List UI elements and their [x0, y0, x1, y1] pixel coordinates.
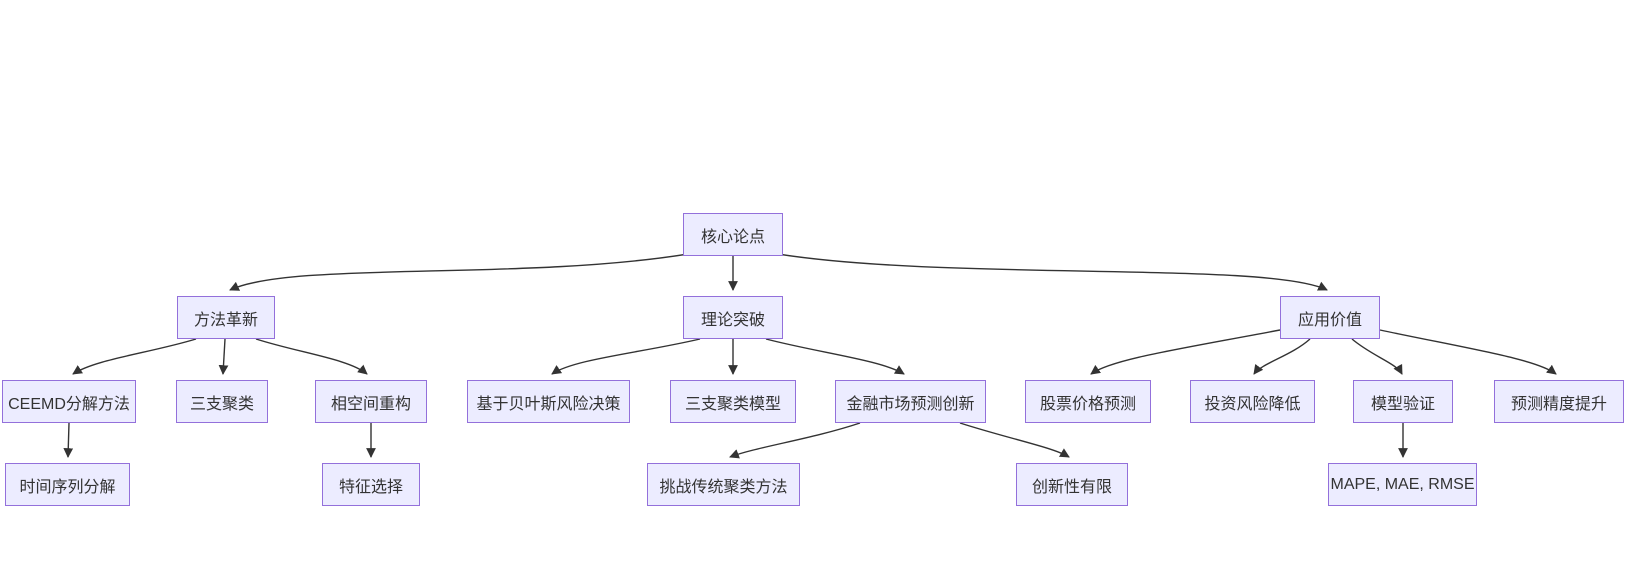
edge-application-to-validation [1351, 338, 1403, 375]
node-feature-selection: 特征选择 [322, 463, 420, 506]
node-three-way-clustering-model: 三支聚类模型 [670, 380, 796, 423]
node-bayesian-risk-decision: 基于贝叶斯风险决策 [467, 380, 630, 423]
edge-method-to-threeway [218, 338, 229, 375]
edge-core-to-application [777, 253, 1328, 291]
node-financial-market-innovation: 金融市场预测创新 [835, 380, 986, 423]
node-label: 挑战传统聚类方法 [659, 478, 788, 496]
node-core-thesis: 核心论点 [683, 213, 783, 256]
node-label: 应用价值 [1297, 311, 1362, 329]
edge-application-to-risk [1253, 338, 1311, 375]
node-time-series-decomposition: 时间序列分解 [5, 463, 130, 506]
node-label: 特征选择 [338, 478, 403, 496]
node-label: 投资风险降低 [1204, 395, 1301, 413]
node-label: 理论突破 [700, 311, 765, 329]
node-label: 创新性有限 [1031, 478, 1112, 496]
edge-financial-to-challenge [729, 422, 861, 459]
edge-theory-to-financial [765, 338, 905, 375]
node-label: 三支聚类 [189, 395, 254, 413]
node-label: 模型验证 [1370, 395, 1435, 413]
node-label: 方法革新 [193, 311, 258, 329]
edge-ceemd-to-timeseries [63, 422, 74, 458]
node-model-validation: 模型验证 [1353, 380, 1453, 423]
node-application-value: 应用价值 [1280, 296, 1380, 339]
node-phase-space-reconstruction: 相空间重构 [315, 380, 427, 423]
node-theory-breakthrough: 理论突破 [683, 296, 783, 339]
edge-application-to-stock [1090, 329, 1281, 375]
node-label: 预测精度提升 [1510, 395, 1607, 413]
node-label: 金融市场预测创新 [846, 395, 975, 413]
node-error-metrics: MAPE, MAE, RMSE [1328, 463, 1477, 506]
edge-method-to-phasespace [255, 338, 368, 375]
edge-application-to-accuracy [1379, 329, 1557, 375]
node-limited-innovation: 创新性有限 [1016, 463, 1128, 506]
node-method-innovation: 方法革新 [177, 296, 275, 339]
edge-method-to-ceemd [72, 338, 197, 375]
edge-financial-to-limited [959, 422, 1070, 458]
node-three-way-clustering: 三支聚类 [176, 380, 268, 423]
node-label: 时间序列分解 [19, 478, 116, 496]
node-label: 三支聚类模型 [684, 395, 781, 413]
node-challenge-traditional-clustering: 挑战传统聚类方法 [647, 463, 800, 506]
node-prediction-accuracy-improvement: 预测精度提升 [1494, 380, 1624, 423]
node-label: 核心论点 [700, 228, 765, 246]
node-label: 股票价格预测 [1039, 395, 1136, 413]
node-stock-price-prediction: 股票价格预测 [1025, 380, 1151, 423]
node-label: 相空间重构 [330, 395, 411, 413]
node-label: 基于贝叶斯风险决策 [476, 395, 621, 413]
edge-theory-to-bayes [551, 338, 701, 375]
node-investment-risk-reduction: 投资风险降低 [1190, 380, 1315, 423]
node-ceemd-decomposition: CEEMD分解方法 [2, 380, 136, 423]
node-label: MAPE, MAE, RMSE [1330, 475, 1475, 493]
edge-core-to-method [229, 253, 689, 291]
node-label: CEEMD分解方法 [8, 395, 130, 413]
